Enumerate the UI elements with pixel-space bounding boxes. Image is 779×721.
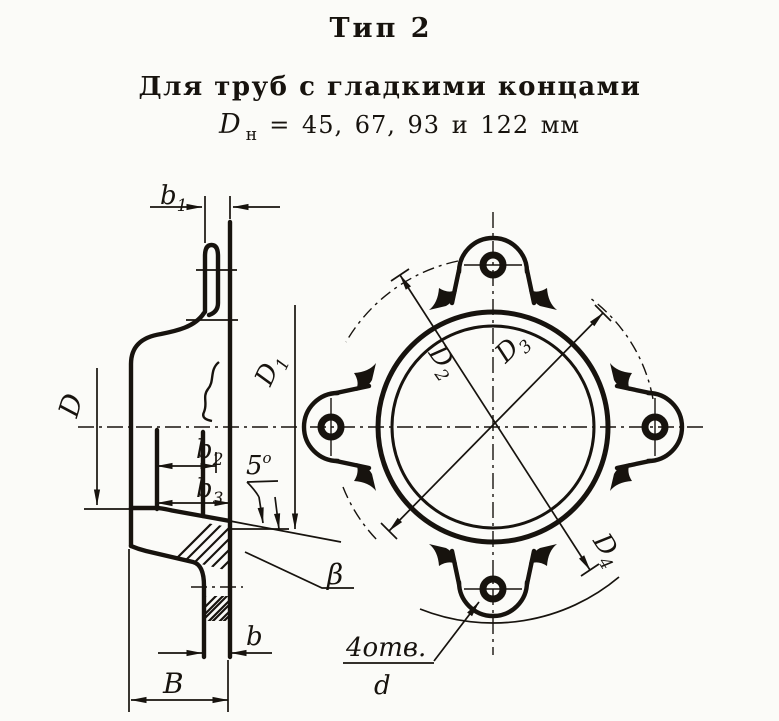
arrow-tick: [580, 563, 600, 577]
figure-subtitle: Для труб с гладкими концами: [139, 72, 642, 102]
figure-spec: D н = 45, 67, 93 и 122 мм: [218, 109, 580, 145]
arrow-tick: [390, 268, 410, 282]
label-b3: b3: [196, 474, 223, 509]
angle-leader-curve: [246, 481, 260, 498]
flange-bottom-face: [128, 543, 207, 660]
flange-profile: [128, 219, 238, 660]
label-holes-count: 4отв.: [345, 633, 426, 663]
label-D1: D1: [249, 349, 295, 393]
bolt-circle-arc-topleft: [345, 260, 459, 343]
label-holes-diameter: d: [374, 671, 391, 701]
beta-leader: [244, 551, 354, 589]
taper-extension-line: [229, 520, 342, 543]
label-D: D: [52, 390, 90, 422]
label-b: b: [246, 622, 263, 652]
arrow-tick: [594, 304, 612, 322]
bell-outer-wall: [128, 310, 207, 549]
angle-leader-bar: [246, 480, 279, 483]
angle-arrow-1: [257, 496, 264, 524]
label-D2: D2: [418, 339, 465, 386]
dim-D3-line: [388, 312, 604, 532]
label-b2: b2: [196, 435, 223, 470]
label-angle-5: 5o: [246, 449, 272, 481]
bolt-circle-arc-right: [589, 297, 654, 400]
section-dimensions: [93, 203, 354, 704]
socket-neck: [202, 242, 221, 318]
arrow-tick: [380, 522, 398, 540]
figure-title: Тип 2: [329, 13, 432, 44]
dim-arc-bottomright: [419, 576, 620, 624]
label-B: B: [162, 667, 184, 700]
angle-arrow-2: [274, 496, 281, 530]
bolt-circle-arc-bottomleft: [342, 486, 379, 542]
label-beta: β: [326, 558, 343, 591]
flange-top-face: [128, 505, 233, 524]
break-squiggle: [202, 361, 220, 423]
holes-leader: [433, 601, 480, 662]
label-b1: b1: [160, 181, 187, 216]
front-dimensions: [343, 268, 612, 664]
header-block: Тип 2 Для труб с гладкими концами D н = …: [139, 13, 642, 145]
front-view: D2 D3 D4 4отв. d: [304, 238, 682, 701]
